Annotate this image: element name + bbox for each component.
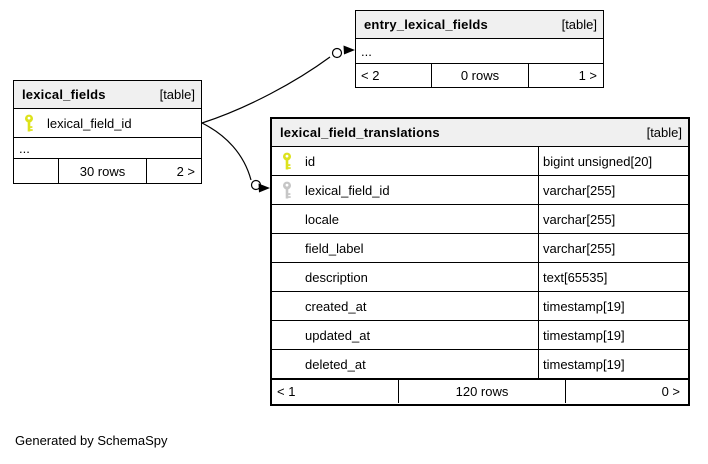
collapsed-columns-row: ... (356, 39, 603, 64)
column-type: text[65535] (538, 263, 688, 291)
primary-key-icon (24, 114, 35, 132)
footer-related-right: 1 > (528, 64, 603, 87)
footer-row-count: 120 rows (398, 380, 565, 403)
edge-lexical-fields-to-entry-lexical-fields (201, 56, 331, 124)
ellipsis-label: ... (19, 140, 30, 156)
footer-related-left: < 2 (361, 68, 380, 83)
column-type: timestamp[19] (538, 350, 688, 378)
table-header: lexical_field_translations [table] (272, 119, 688, 147)
table-footer: < 2 0 rows 1 > (356, 64, 603, 87)
column-name: lexical_field_id (305, 182, 390, 198)
table-header: entry_lexical_fields [table] (356, 11, 603, 39)
column-name: id (305, 153, 316, 169)
column-row: lexical_field_id (14, 109, 201, 138)
column-row: description text[65535] (272, 263, 688, 292)
column-type: bigint unsigned[20] (538, 147, 688, 175)
ellipsis-label: ... (361, 43, 372, 59)
table-type-badge: [table] (561, 17, 597, 32)
column-row: created_at timestamp[19] (272, 292, 688, 321)
column-type: varchar[255] (538, 176, 688, 204)
column-type: varchar[255] (538, 205, 688, 233)
table-footer: 30 rows 2 > (14, 159, 201, 183)
table-node-entry-lexical-fields[interactable]: entry_lexical_fields [table] ... < 2 0 r… (355, 10, 604, 88)
column-row: lexical_field_id varchar[255] (272, 176, 688, 205)
column-type: timestamp[19] (538, 292, 688, 320)
column-type: timestamp[19] (538, 321, 688, 349)
column-row: deleted_at timestamp[19] (272, 350, 688, 379)
collapsed-columns-row: ... (14, 138, 201, 159)
column-type: varchar[255] (538, 234, 688, 262)
column-name: deleted_at (305, 356, 366, 372)
table-node-lexical-field-translations[interactable]: lexical_field_translations [table] id bi… (270, 117, 690, 406)
footer-row-count: 0 rows (431, 64, 528, 87)
table-header: lexical_fields [table] (14, 81, 201, 109)
column-row: field_label varchar[255] (272, 234, 688, 263)
column-name: description (305, 269, 368, 285)
edge-lexical-fields-to-translations (201, 122, 252, 181)
footer-related-left (14, 159, 58, 183)
edge-endpoint-circle (250, 179, 262, 191)
table-type-badge: [table] (646, 125, 682, 140)
table-type-badge: [table] (159, 87, 195, 102)
column-name: field_label (305, 240, 364, 256)
generator-credit: Generated by SchemaSpy (15, 433, 168, 448)
footer-row-count: 30 rows (58, 159, 146, 183)
footer-related-right: 0 > (565, 380, 686, 403)
column-name: updated_at (305, 327, 371, 343)
column-name: lexical_field_id (47, 115, 132, 131)
table-footer: < 1 120 rows 0 > (272, 379, 688, 403)
table-title[interactable]: lexical_fields (22, 87, 106, 102)
column-row: id bigint unsigned[20] (272, 147, 688, 176)
primary-key-icon (282, 152, 293, 170)
column-row: locale varchar[255] (272, 205, 688, 234)
foreign-key-icon (282, 181, 293, 199)
column-row: updated_at timestamp[19] (272, 321, 688, 350)
table-title[interactable]: entry_lexical_fields (364, 17, 488, 32)
column-name: created_at (305, 298, 367, 314)
table-node-lexical-fields[interactable]: lexical_fields [table] lexical_field_id … (13, 80, 202, 184)
footer-related-right: 2 > (146, 159, 201, 183)
column-name: locale (305, 211, 339, 227)
footer-related-left: < 1 (277, 384, 296, 399)
edge-endpoint-circle (331, 47, 343, 59)
table-title[interactable]: lexical_field_translations (280, 125, 440, 140)
edge-arrowhead-icon (258, 183, 270, 193)
edge-arrowhead-icon (343, 45, 355, 55)
